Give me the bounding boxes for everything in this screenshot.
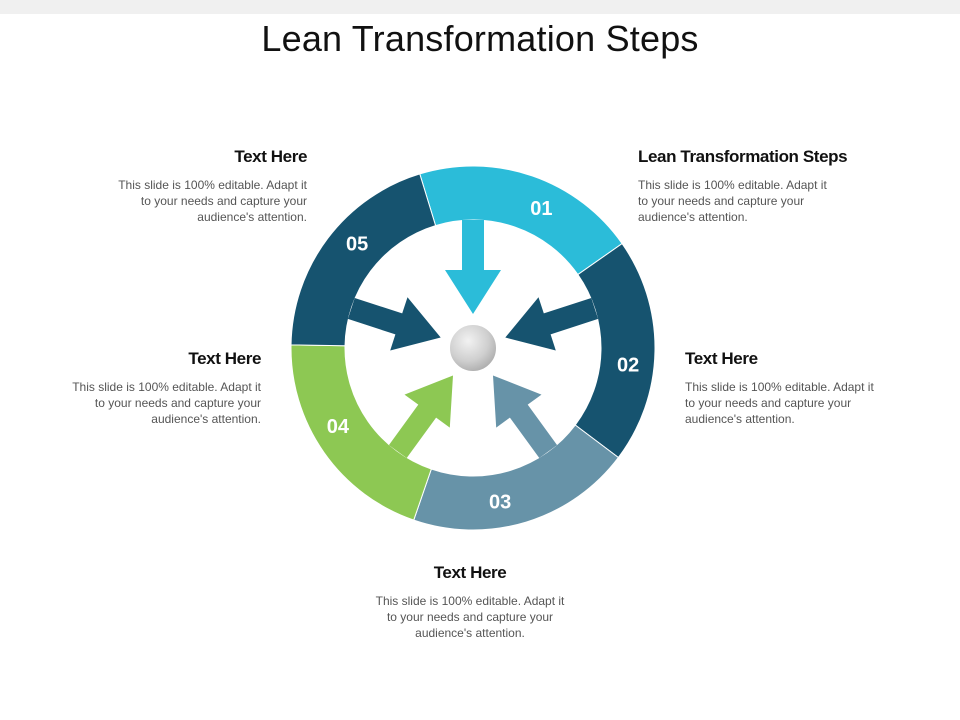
hub-circle bbox=[448, 323, 498, 373]
arrow-05 bbox=[347, 297, 441, 351]
step-03-body: This slide is 100% editable. Adapt it to… bbox=[375, 594, 565, 640]
step-number-02: 02 bbox=[617, 354, 639, 376]
slide-title: Lean Transformation Steps bbox=[261, 18, 699, 59]
step-05-text: Text Here This slide is 100% editable. A… bbox=[107, 147, 307, 225]
arrow-03 bbox=[493, 375, 558, 458]
step-04-heading: Text Here bbox=[188, 349, 261, 368]
step-02-text: Text Here This slide is 100% editable. A… bbox=[685, 349, 885, 427]
step-01-text: Lean Transformation Steps This slide is … bbox=[638, 147, 878, 225]
step-02-heading: Text Here bbox=[685, 349, 758, 368]
arrow-02 bbox=[505, 297, 599, 351]
top-strip bbox=[0, 0, 960, 14]
step-04-text: Text Here This slide is 100% editable. A… bbox=[61, 349, 261, 427]
step-03-text: Text Here This slide is 100% editable. A… bbox=[370, 563, 570, 641]
step-number-03: 03 bbox=[489, 492, 511, 514]
ring-segment-01 bbox=[419, 165, 623, 276]
ring-segment-05 bbox=[290, 173, 437, 347]
step-02-body: This slide is 100% editable. Adapt it to… bbox=[685, 380, 874, 426]
step-01-heading: Lean Transformation Steps bbox=[638, 147, 848, 166]
step-number-05: 05 bbox=[346, 234, 368, 256]
arrow-04 bbox=[388, 375, 453, 458]
step-number-04: 04 bbox=[327, 416, 350, 438]
step-05-heading: Text Here bbox=[234, 147, 307, 166]
step-04-body: This slide is 100% editable. Adapt it to… bbox=[72, 380, 261, 426]
ring-segment-02 bbox=[574, 242, 656, 459]
step-01-body: This slide is 100% editable. Adapt it to… bbox=[638, 178, 827, 224]
arrow-01 bbox=[445, 220, 501, 314]
step-05-body: This slide is 100% editable. Adapt it to… bbox=[118, 178, 307, 224]
step-03-heading: Text Here bbox=[433, 563, 507, 582]
step-number-01: 01 bbox=[530, 198, 552, 220]
ring-segment-03 bbox=[413, 424, 620, 531]
